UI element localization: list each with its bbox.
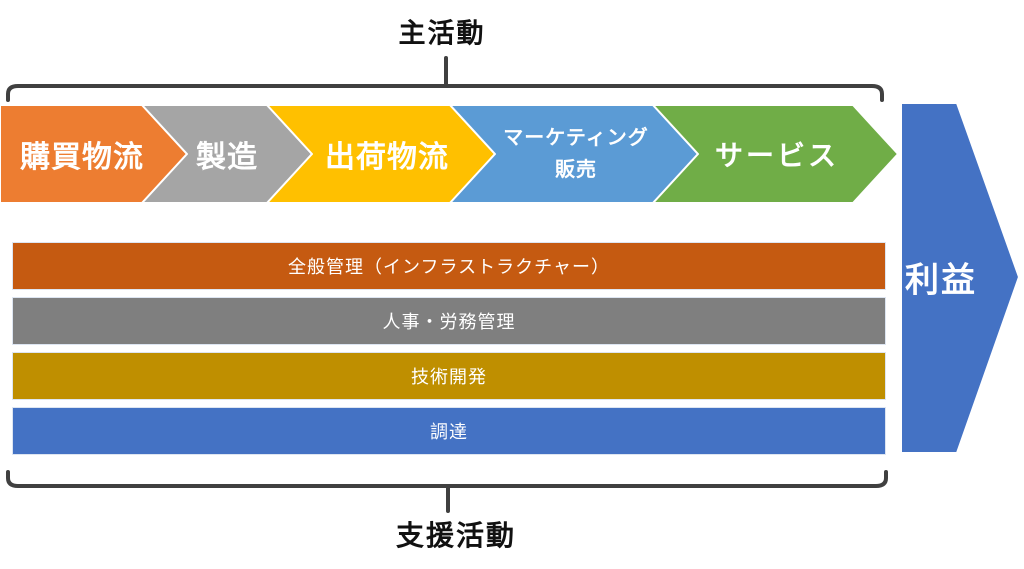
chevron-label-outbound-logistics: 出荷物流	[325, 141, 449, 174]
support-bar-procurement-label: 調達	[430, 422, 468, 442]
profit-arrow-shape	[900, 102, 1020, 454]
support-bar-technology-development: 技術開発	[12, 352, 886, 400]
support-bar-hr-management-label: 人事・労務管理	[382, 312, 516, 332]
support-bar-hr-management: 人事・労務管理	[12, 297, 886, 345]
chevron-label-manufacturing: 製造	[196, 141, 258, 174]
support-bar-procurement: 調達	[12, 407, 886, 455]
support-bar-general-management-label: 全般管理（インフラストラクチャー）	[288, 257, 610, 277]
chevron-label-service: サービス	[714, 140, 840, 171]
support-activities-bracket	[6, 470, 888, 513]
support-activities-title: 支援活動	[395, 520, 517, 551]
support-activities-bars: 全般管理（インフラストラクチャー） 人事・労務管理 技術開発 調達	[12, 242, 886, 462]
support-bar-general-management: 全般管理（インフラストラクチャー）	[12, 242, 886, 290]
profit-arrow-label: 利益	[905, 261, 977, 300]
primary-activities-title: 主活動	[398, 18, 486, 49]
chevron-label-marketing-line1: マーケティング	[503, 127, 649, 149]
support-bar-technology-development-label: 技術開発	[411, 367, 487, 387]
primary-activities-bracket	[6, 56, 884, 102]
chevron-label-marketing-sales: マーケティング 販売	[503, 122, 648, 186]
chevron-label-marketing-line2: 販売	[555, 159, 597, 181]
chevron-service-shape	[652, 104, 899, 204]
chevron-label-inbound-logistics: 購買物流	[20, 141, 144, 174]
